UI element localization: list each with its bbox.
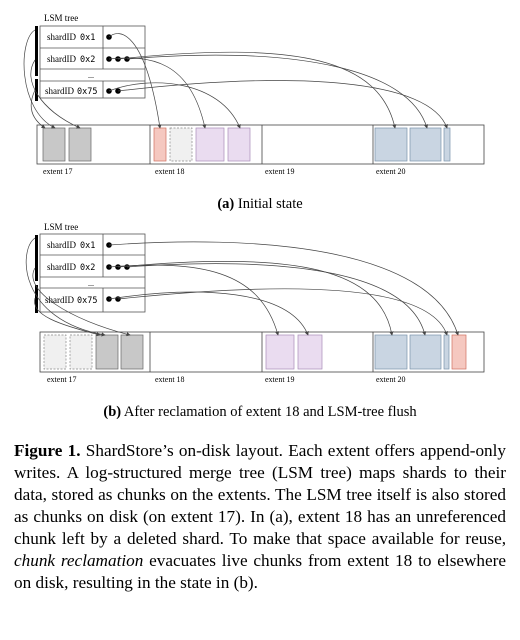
lsm-bar xyxy=(35,26,38,76)
diagram-canvas: LSM tree shardID 0x1 shardID 0x2 ... sha… xyxy=(23,13,485,420)
shard-row: shardID 0x75 xyxy=(45,86,97,97)
extent-label: extent 18 xyxy=(155,167,185,176)
shard-id: 0x2 xyxy=(80,263,95,273)
lsm-tree-title: LSM tree xyxy=(44,13,78,23)
chunk-red xyxy=(451,334,467,370)
caption-emphasis: chunk reclamation xyxy=(14,551,144,570)
extent-label: extent 19 xyxy=(265,375,295,384)
figure-caption: Figure 1. ShardStore’s on-disk layout. E… xyxy=(14,440,506,594)
lsm-bar xyxy=(35,285,38,313)
shard-row: shardID 0x75 xyxy=(45,295,97,306)
chunk-blue xyxy=(374,127,408,162)
panel-caption: (b) After reclamation of extent 18 and L… xyxy=(103,404,417,420)
extent-strip xyxy=(39,331,485,373)
shard-label: shardID xyxy=(45,86,74,96)
shard-id: 0x75 xyxy=(77,87,97,97)
chunk-gray xyxy=(68,127,92,162)
shard-table xyxy=(39,233,146,313)
shard-row: shardID 0x2 xyxy=(47,262,95,273)
chunk-purple xyxy=(297,334,323,370)
ellipsis: ... xyxy=(88,279,94,288)
pointer-arrows xyxy=(23,29,448,129)
chunk-gray xyxy=(95,334,119,370)
extent-label: extent 17 xyxy=(47,375,77,384)
extent-label: extent 18 xyxy=(155,375,185,384)
chunk-blue xyxy=(374,334,408,370)
panel-caption: (a) Initial state xyxy=(217,196,302,212)
extent-strip xyxy=(36,124,485,165)
caption-text: evacuates live chunks from extent 18 to … xyxy=(14,551,506,592)
chunk-blue xyxy=(443,334,450,370)
extent-label: extent 20 xyxy=(376,375,406,384)
chunk-purple xyxy=(265,334,295,370)
lsm-bar xyxy=(35,235,38,281)
shard-row: shardID 0x2 xyxy=(47,54,95,65)
ellipsis: ... xyxy=(88,71,94,80)
chunk-red xyxy=(153,127,167,162)
chunk-purple xyxy=(195,127,225,162)
figure-label: Figure 1. xyxy=(14,441,81,460)
chunk-unreferenced xyxy=(69,334,93,370)
shard-table xyxy=(39,25,146,99)
caption-text: ShardStore’s on-disk layout. Each extent… xyxy=(14,441,506,548)
chunk-unreferenced xyxy=(169,127,193,162)
chunk-gray xyxy=(42,127,66,162)
lsm-tree-title: LSM tree xyxy=(44,222,78,232)
shard-label: shardID xyxy=(47,32,76,42)
shard-label: shardID xyxy=(47,240,76,250)
shard-label: shardID xyxy=(45,295,74,305)
extent-label: extent 19 xyxy=(265,167,295,176)
shard-label: shardID xyxy=(47,262,76,272)
shard-row: shardID 0x1 xyxy=(47,32,95,43)
chunk-unreferenced xyxy=(43,334,67,370)
chunk-blue xyxy=(409,334,442,370)
chunk-gray xyxy=(120,334,144,370)
extent-label: extent 20 xyxy=(376,167,406,176)
extent-label: extent 17 xyxy=(43,167,73,176)
lsm-bar xyxy=(35,79,38,101)
chunk-purple xyxy=(227,127,251,162)
chunk-blue xyxy=(409,127,442,162)
shard-id: 0x2 xyxy=(80,55,95,65)
shard-label: shardID xyxy=(47,54,76,64)
shard-row: shardID 0x1 xyxy=(47,240,95,251)
panel-b: LSM tree shardID 0x1 shardID 0x2 ... sha… xyxy=(25,222,485,420)
shard-id: 0x1 xyxy=(80,33,95,43)
shard-id: 0x75 xyxy=(77,296,97,306)
chunk-blue xyxy=(443,127,451,162)
shard-id: 0x1 xyxy=(80,241,95,251)
pointer-arrows xyxy=(25,237,459,337)
panel-a: LSM tree shardID 0x1 shardID 0x2 ... sha… xyxy=(23,13,485,212)
